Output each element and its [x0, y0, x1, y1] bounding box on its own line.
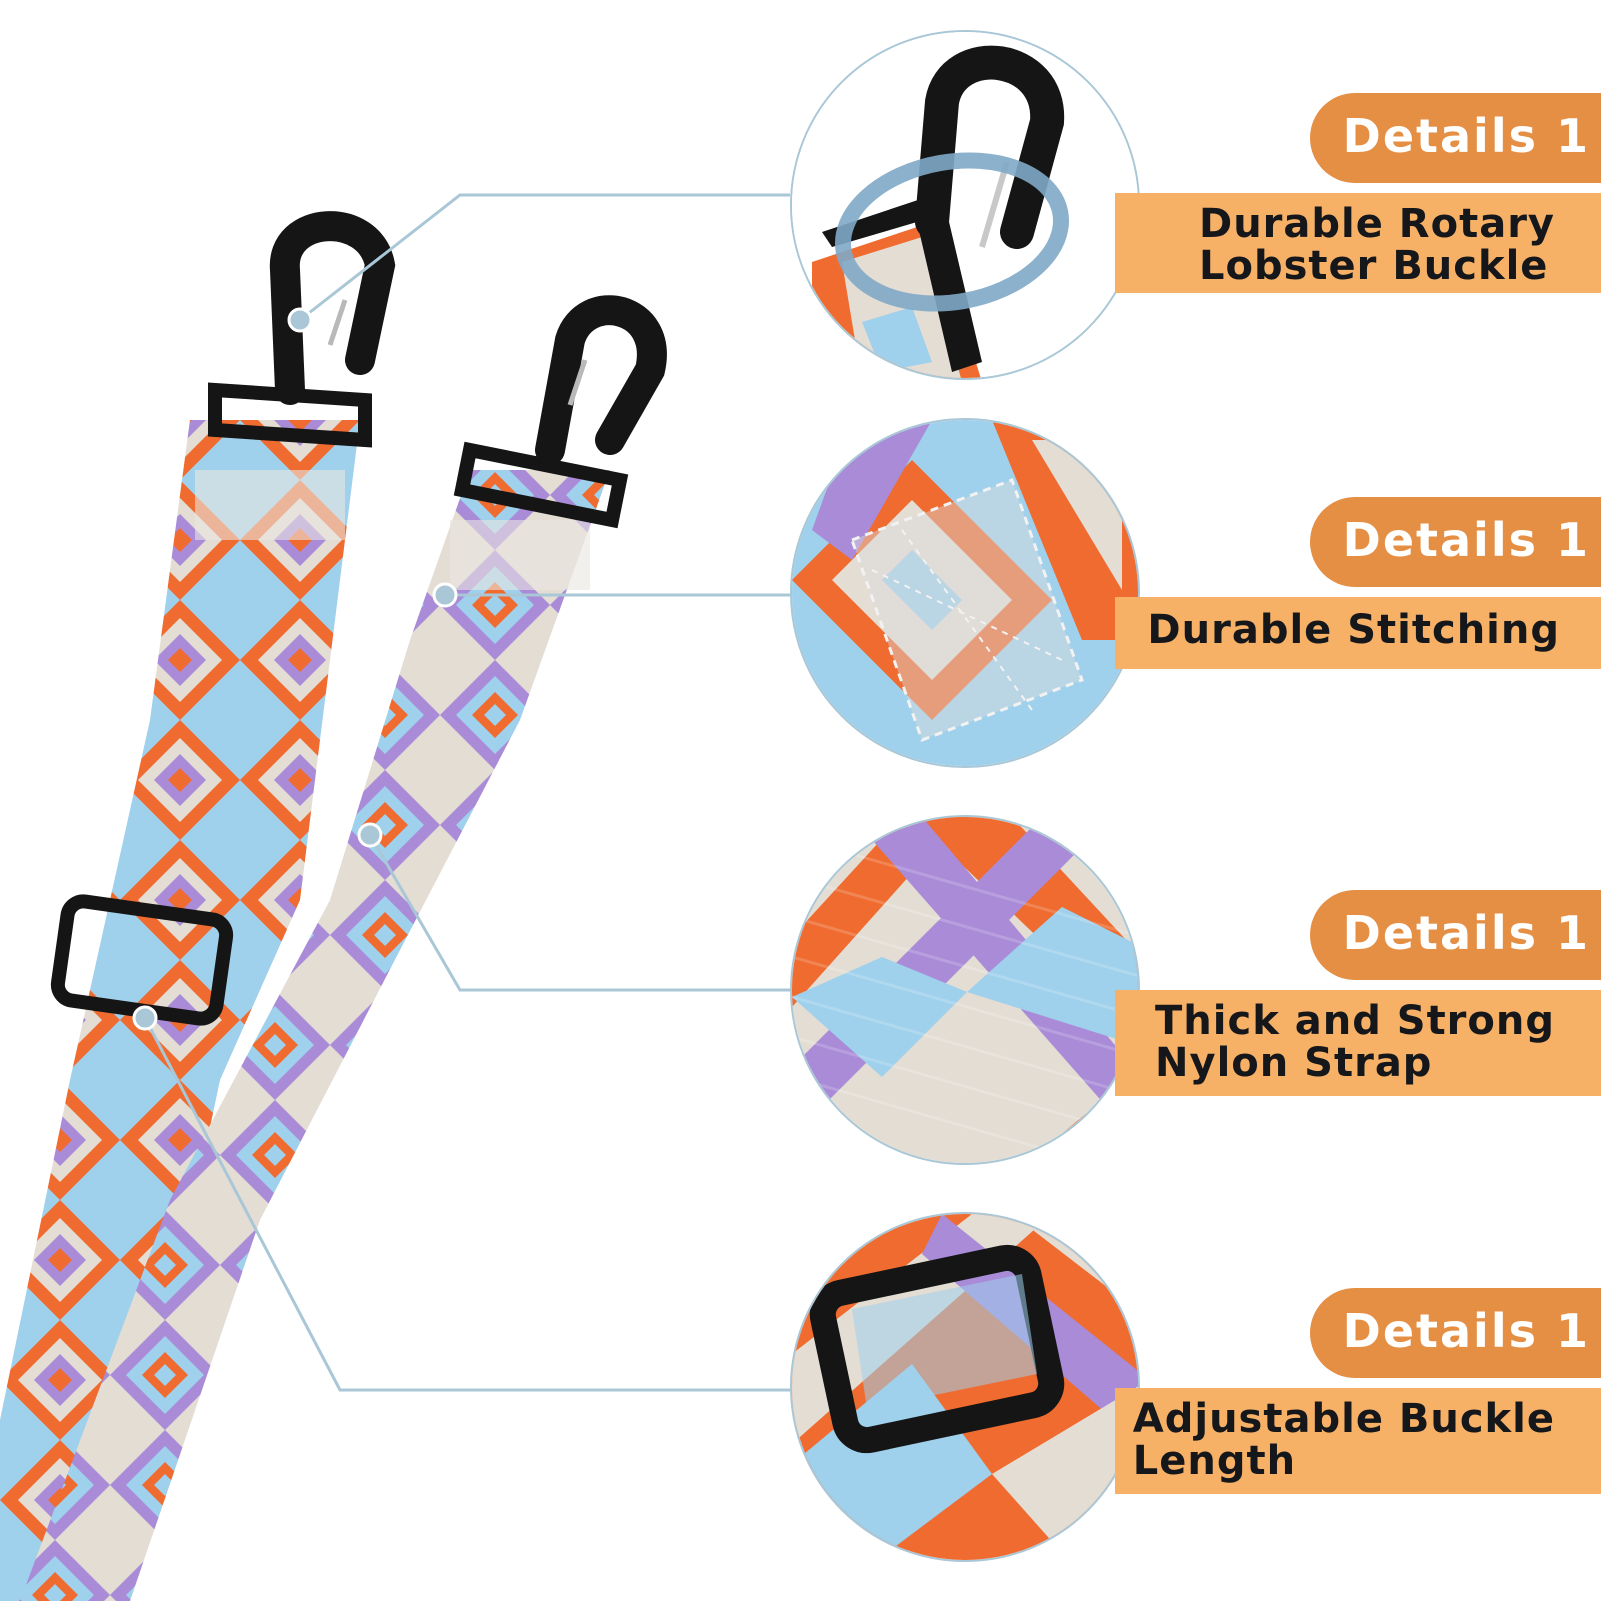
details-badge-label: Details 1: [1342, 906, 1590, 960]
feature-line: Lobster Buckle: [1199, 243, 1549, 289]
feature-text: Adjustable Buckle Length: [1133, 1398, 1555, 1482]
feature-line: Length: [1132, 1438, 1297, 1484]
details-badge: Details 1: [1310, 890, 1601, 980]
detail-circle-2: [790, 418, 1140, 768]
lobster-clasp-icon: [792, 32, 1138, 378]
feature-line: Nylon Strap: [1155, 1040, 1433, 1086]
feature-text: Durable Rotary Lobster Buckle: [1199, 203, 1555, 287]
feature-line: Durable Rotary: [1199, 201, 1555, 247]
feature-line: Thick and Strong: [1155, 998, 1555, 1044]
right-clip: [453, 295, 667, 529]
feature-line: Durable Stitching: [1147, 607, 1560, 653]
details-badge: Details 1: [1310, 497, 1601, 587]
feature-band: Durable Stitching: [1115, 597, 1601, 669]
left-clip: [208, 211, 396, 448]
callout-dots: [132, 307, 458, 1031]
detail-circle-4: [790, 1212, 1140, 1562]
right-strap: [20, 470, 610, 1601]
left-slider: [50, 894, 234, 1026]
feature-text: Durable Stitching: [1147, 609, 1560, 651]
details-badge-label: Details 1: [1342, 1304, 1590, 1358]
details-badge-label: Details 1: [1342, 513, 1590, 567]
slider-buckle-icon: [792, 1214, 1138, 1560]
details-badge-label: Details 1: [1342, 109, 1590, 163]
details-badge: Details 1: [1310, 93, 1601, 183]
feature-text: Thick and Strong Nylon Strap: [1155, 1000, 1555, 1084]
strap-weave-icon: [792, 817, 1138, 1163]
detail-circle-1: [790, 30, 1140, 380]
details-badge: Details 1: [1310, 1288, 1601, 1378]
detail-circle-3: [790, 815, 1140, 1165]
callout-lines: [143, 193, 790, 1392]
feature-band: Adjustable Buckle Length: [1115, 1388, 1601, 1494]
stitching-icon: [792, 420, 1138, 766]
feature-line: Adjustable Buckle: [1132, 1396, 1555, 1442]
feature-band: Thick and Strong Nylon Strap: [1115, 990, 1601, 1096]
feature-band: Durable Rotary Lobster Buckle: [1115, 193, 1601, 293]
